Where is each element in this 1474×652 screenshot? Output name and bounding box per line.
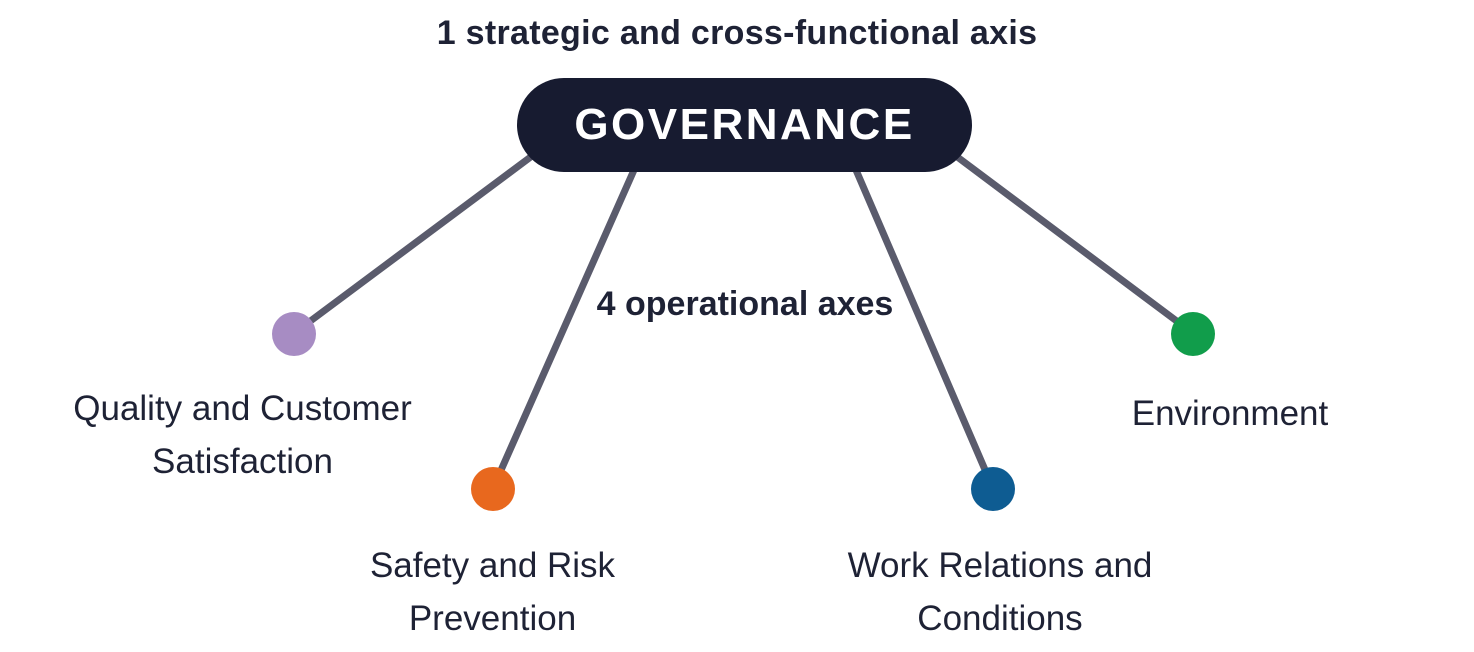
connector-line-quality (293, 146, 544, 335)
connector-line-work-relations (852, 166, 996, 490)
node-dot-safety (471, 467, 515, 511)
strategic-axis-label: 1 strategic and cross-functional axis (436, 14, 1038, 52)
node-label-environment: Environment (1131, 394, 1329, 433)
node-dot-quality (272, 312, 316, 356)
connector-line-environment (944, 146, 1194, 335)
node-label-quality: Quality and Customer Satisfaction (73, 389, 412, 481)
governance-node: GOVERNANCE (517, 78, 972, 172)
node-label-safety: Safety and Risk Prevention (369, 546, 616, 638)
operational-axes-label: 4 operational axes (596, 285, 894, 323)
node-dot-work-relations (971, 467, 1015, 511)
governance-label: GOVERNANCE (574, 100, 915, 149)
node-dot-environment (1171, 312, 1215, 356)
connector-line-safety (490, 166, 638, 490)
node-label-work-relations: Work Relations and Conditions (847, 546, 1153, 638)
